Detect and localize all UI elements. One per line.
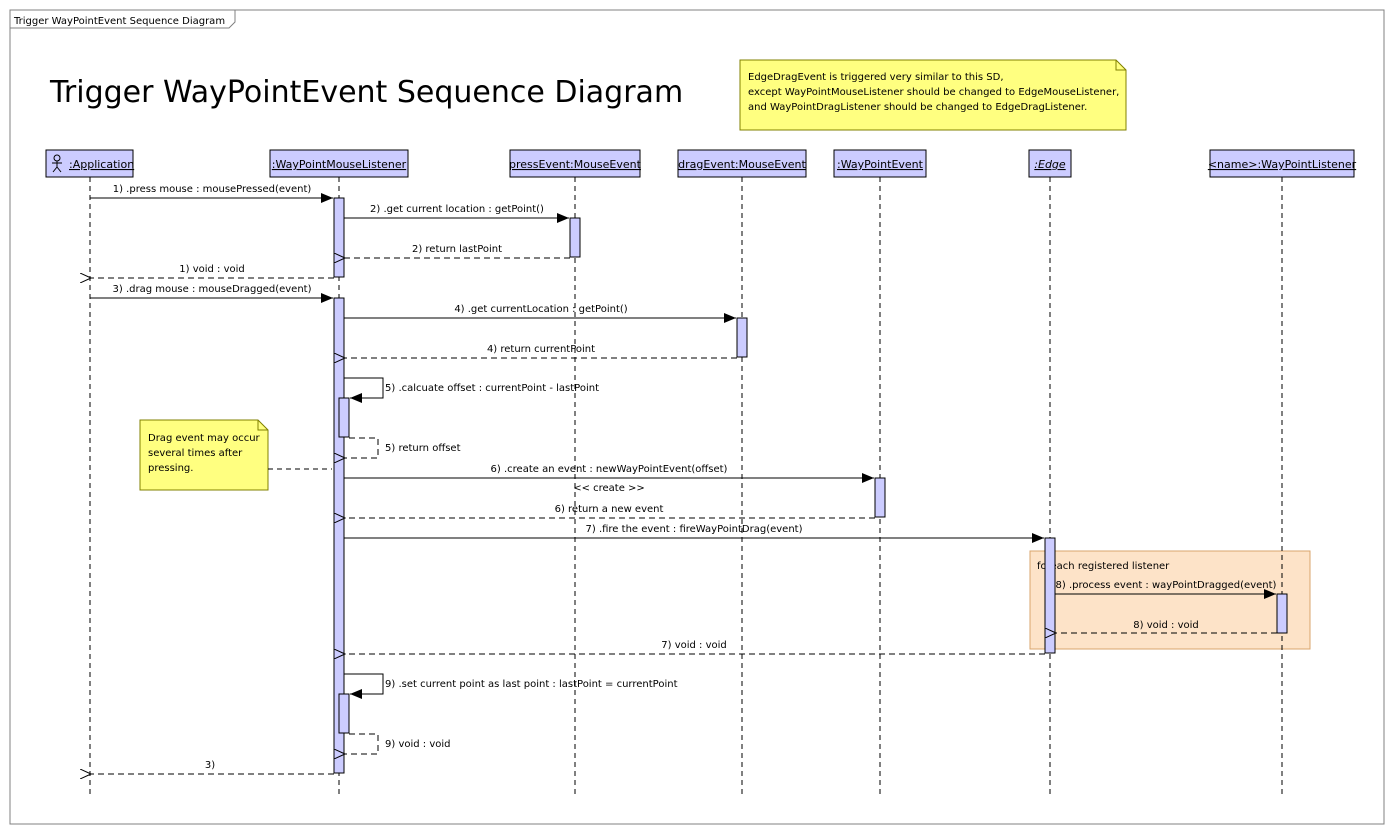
- message-label-9: 5) return offset: [385, 443, 461, 454]
- lifeline-waypoint-listener: <name>:WayPointListener: [1208, 149, 1357, 178]
- lifeline-label-edge: :Edge: [1034, 158, 1066, 171]
- diagram-title: Trigger WayPointEvent Sequence Diagram: [49, 75, 683, 110]
- activation-wml-self-1: [338, 397, 350, 438]
- lifeline-drag-event: dragEvent:MouseEvent: [677, 149, 807, 178]
- note-edge-drag: EdgeDragEvent is triggered very similar …: [739, 59, 1127, 131]
- message-label-7: 4) return currentPoint: [487, 344, 595, 355]
- message-label-14: 8) .process event : wayPointDragged(even…: [1056, 580, 1277, 591]
- activation-wpl-1: [1276, 593, 1288, 634]
- lifeline-label-wpe: :WayPointEvent: [837, 158, 924, 171]
- frame-tab-label: Trigger WayPointEvent Sequence Diagram: [13, 16, 225, 27]
- message-label-2: 2) .get current location : getPoint(): [370, 204, 544, 215]
- message-arrow-16: [344, 673, 384, 699]
- message-label-5: 3) .drag mouse : mouseDragged(event): [113, 284, 312, 295]
- lifeline-lines: [89, 177, 1283, 795]
- activation-wml-self-2: [338, 693, 350, 734]
- message-arrow-17: [345, 733, 379, 754]
- activation-wml-2: [333, 297, 345, 774]
- diagram-frame: [9, 9, 1385, 825]
- activation-press-1: [569, 217, 581, 258]
- lifeline-label-drag: dragEvent:MouseEvent: [678, 158, 806, 171]
- drag-note-line-2: several times after: [148, 448, 243, 459]
- activation-edge-1: [1044, 537, 1056, 654]
- message-label-18: 9) void : void: [385, 739, 451, 750]
- message-label-1: 1) .press mouse : mousePressed(event): [113, 184, 312, 195]
- lifeline-waypoint-mouse-listener: :WayPointMouseListener: [269, 149, 409, 178]
- drag-note-line-3: pressing.: [148, 463, 193, 474]
- frame-tab: [10, 10, 236, 29]
- message-label-8: 5) .calcuate offset : currentPoint - las…: [385, 383, 599, 394]
- message-label-10: 6) .create an event : newWayPointEvent(o…: [491, 464, 728, 475]
- message-label-12: 6) return a new event: [555, 504, 664, 515]
- message-label-3: 2) return lastPoint: [412, 244, 502, 255]
- loop-fragment-label: foreach registered listener: [1037, 561, 1170, 572]
- activation-wml-1: [333, 197, 345, 278]
- drag-note-line-1: Drag event may occur: [148, 433, 261, 444]
- note-line-3: and WayPointDragListener should be chang…: [748, 102, 1087, 113]
- note-line-1: EdgeDragEvent is triggered very similar …: [748, 72, 1004, 83]
- lifeline-press-event: pressEvent:MouseEvent: [509, 149, 642, 178]
- lifeline-label-press: pressEvent:MouseEvent: [509, 158, 642, 171]
- activation-wpe-1: [874, 477, 886, 518]
- note-line-2: except WayPointMouseListener should be c…: [748, 87, 1119, 98]
- message-label-19: 3): [205, 760, 215, 771]
- actor-icon: [52, 154, 62, 173]
- lifeline-label-application: :Application: [69, 158, 134, 171]
- lifeline-edge: :Edge: [1028, 149, 1072, 178]
- message-label-4: 1) void : void: [179, 264, 245, 275]
- message-label-15: 8) void : void: [1133, 620, 1199, 631]
- message-arrow-8: [344, 377, 384, 403]
- message-label-6: 4) .get currentLocation : getPoint(): [454, 304, 627, 315]
- message-label-13: 7) .fire the event : fireWayPointDrag(ev…: [586, 524, 803, 535]
- lifeline-application: :Application: [45, 149, 134, 178]
- message-label-11: << create >>: [573, 483, 645, 494]
- activation-drag-1: [736, 317, 748, 358]
- note-drag-event: Drag event may occur several times after…: [139, 419, 332, 491]
- lifeline-label-wpl: <name>:WayPointListener: [1208, 158, 1357, 171]
- message-arrow-9: [345, 437, 379, 458]
- lifeline-waypoint-event: :WayPointEvent: [833, 149, 927, 178]
- message-label-16: 7) void : void: [661, 640, 727, 651]
- message-label-17: 9) .set current point as last point : la…: [385, 679, 678, 690]
- lifeline-label-wml: :WayPointMouseListener: [272, 158, 407, 171]
